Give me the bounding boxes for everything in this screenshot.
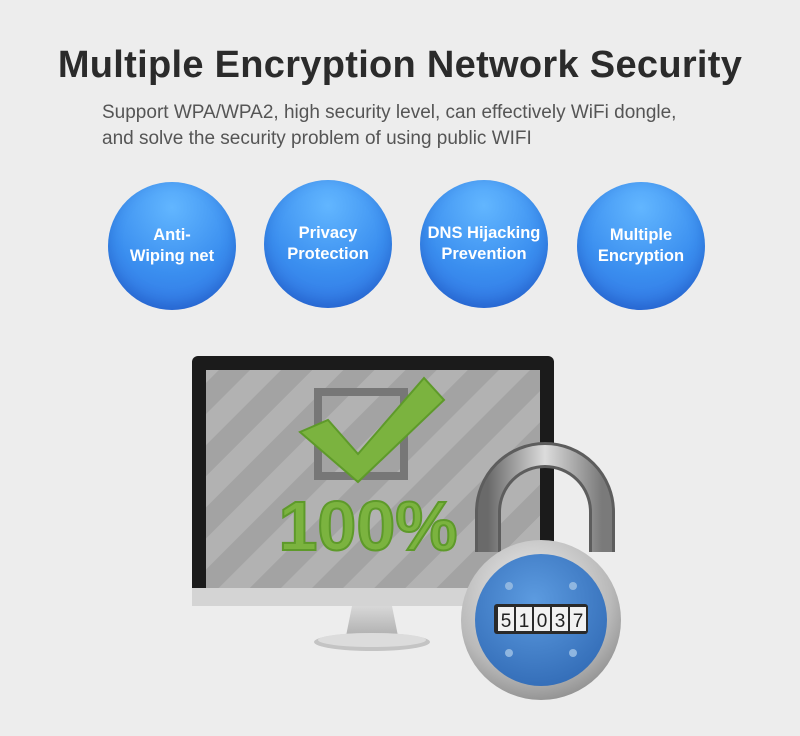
feature-label-line2: Protection <box>287 245 369 263</box>
feature-label-line1: DNS Hijacking <box>427 224 541 242</box>
feature-anti-wiping: Anti- Wiping net <box>108 182 236 310</box>
dial-digit: 0 <box>537 611 548 632</box>
page-title: Multiple Encryption Network Security <box>57 44 743 86</box>
security-illustration: 100% 5 1 0 3 7 <box>192 356 621 700</box>
feature-label-line2: Wiping net <box>129 247 215 265</box>
feature-privacy-protection: Privacy Protection <box>264 180 392 308</box>
feature-label-line1: Privacy <box>298 224 358 242</box>
page-subtitle: Support WPA/WPA2, high security level, c… <box>102 100 742 152</box>
feature-circles: Anti- Wiping net Privacy Protection DNS … <box>0 180 800 310</box>
dial-digit: 5 <box>501 611 512 632</box>
percent-text: 100% <box>278 487 457 565</box>
feature-label-line2: Prevention <box>441 245 527 263</box>
feature-label: Anti- Wiping net <box>112 225 232 267</box>
dial-digit: 1 <box>519 611 530 632</box>
padlock-icon: 5 1 0 3 7 <box>461 442 621 700</box>
feature-multiple-encryption: Multiple Encryption <box>577 182 705 310</box>
dial-digit: 7 <box>573 611 584 632</box>
feature-label-line1: Multiple <box>609 226 673 244</box>
combination-dials: 5 1 0 3 7 <box>498 607 586 632</box>
subtitle-line-2: and solve the security problem of using … <box>102 128 532 149</box>
feature-label-line2: Encryption <box>597 247 685 265</box>
checkmark-icon <box>298 376 446 484</box>
feature-label: DNS Hijacking Prevention <box>424 223 544 265</box>
feature-label: Privacy Protection <box>268 223 388 265</box>
feature-label-line1: Anti- <box>153 226 191 244</box>
dial-digit: 3 <box>555 611 566 632</box>
subtitle-line-1: Support WPA/WPA2, high security level, c… <box>102 102 677 123</box>
feature-label: Multiple Encryption <box>581 225 701 267</box>
feature-dns-hijacking: DNS Hijacking Prevention <box>420 180 548 308</box>
